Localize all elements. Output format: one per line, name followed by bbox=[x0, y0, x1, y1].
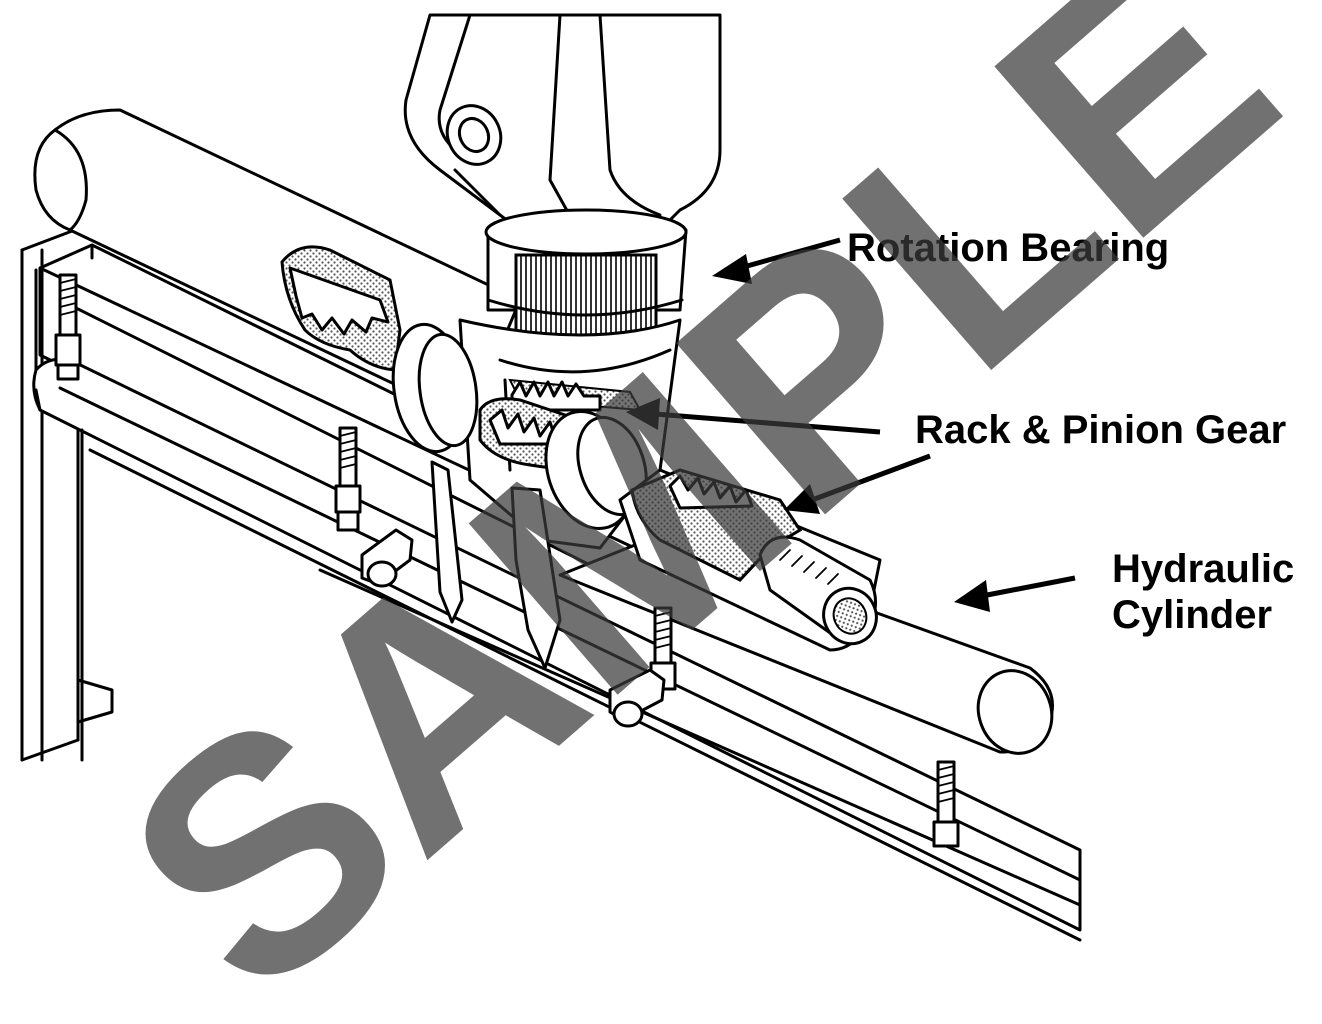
gripper-jaw-right bbox=[510, 486, 562, 670]
hydraulic-label-line2: Cylinder bbox=[1112, 593, 1272, 637]
hydraulic-label-line1: Hydraulic bbox=[1112, 547, 1294, 591]
rack-pinion-gear-label: Rack & Pinion Gear bbox=[915, 408, 1286, 452]
rotation-bearing-leader bbox=[712, 237, 841, 284]
back-tube-cutaway bbox=[280, 245, 402, 372]
left-pulley bbox=[391, 322, 479, 454]
chain-link-left bbox=[360, 528, 414, 588]
hydraulic-cylinder bbox=[618, 468, 882, 652]
bolt-right bbox=[932, 760, 960, 848]
bolt-left bbox=[54, 273, 82, 381]
gripper-jaw-left bbox=[430, 460, 464, 624]
bolt-middle bbox=[334, 426, 362, 532]
chain-link-front bbox=[608, 668, 666, 728]
lower-rail bbox=[32, 357, 1082, 942]
rack-pinion-leader-2 bbox=[784, 453, 931, 514]
right-pulley bbox=[544, 409, 648, 531]
support-frame bbox=[20, 226, 114, 762]
rotation-bearing bbox=[484, 208, 688, 337]
rotation-bearing-label: Rotation Bearing bbox=[847, 226, 1169, 270]
hydraulic-cylinder-leader bbox=[954, 575, 1076, 612]
front-tube bbox=[558, 533, 1054, 755]
rack-pinion-leader-1 bbox=[626, 398, 881, 435]
